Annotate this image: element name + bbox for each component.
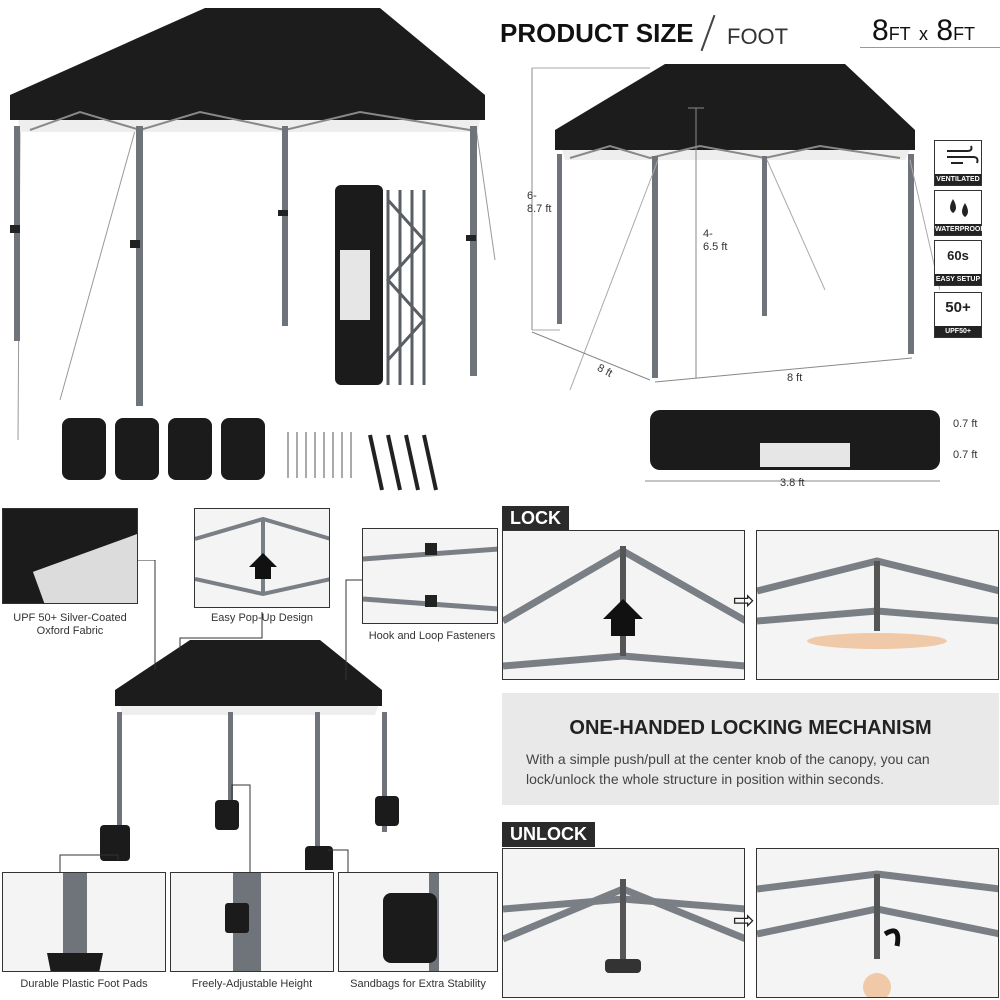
unlock-tag: UNLOCK <box>502 822 595 847</box>
size-badge: 8FT x 8FT <box>872 14 975 48</box>
feature-waterproof: WATERPROOF <box>934 190 985 236</box>
sun-icon: 50+ <box>945 299 971 316</box>
callout-hook: Hook and Loop Fasteners <box>368 630 496 642</box>
arrow-right-icon: ⇨ <box>733 905 755 935</box>
sandbag-closeup <box>338 872 498 972</box>
folded-frame <box>385 190 427 385</box>
hook-closeup <box>362 528 498 624</box>
timer-icon: 60s <box>947 248 969 263</box>
stakes <box>287 432 352 478</box>
dim-bag-length: 3.8 ft <box>780 477 805 489</box>
feature-ventilated: VENTILATED <box>934 140 982 186</box>
size-a-unit: FT <box>888 24 911 44</box>
callout-fabric: UPF 50+ Silver-Coated Oxford Fabric <box>13 612 127 637</box>
lock-photo-1 <box>502 530 745 680</box>
lock-photo-2 <box>756 530 999 680</box>
callout-height: Freely-Adjustable Height <box>191 978 313 990</box>
rotate-arrow-icon <box>883 928 901 947</box>
height-closeup <box>170 872 334 972</box>
callout-foot: Durable Plastic Foot Pads <box>20 978 148 990</box>
foot-pad-closeup <box>2 872 166 972</box>
water-drops-icon <box>950 199 968 217</box>
locking-mechanism-panel: ONE-HANDED LOCKING MECHANISM With a simp… <box>502 693 999 805</box>
callout-connectors <box>59 560 362 872</box>
locking-body: With a simple push/pull at the center kn… <box>526 751 930 787</box>
product-size-title: PRODUCT SIZE <box>500 18 694 48</box>
ropes <box>368 434 438 491</box>
size-b-unit: FT <box>953 24 976 44</box>
feature-waterproof-label: WATERPROOF <box>935 224 985 235</box>
product-size-unit: FOOT <box>727 24 789 49</box>
unlock-photo-1 <box>502 848 745 998</box>
arrow-up-icon <box>603 599 643 636</box>
unlock-photo-2 <box>756 848 999 998</box>
arrow-up-icon <box>249 553 277 579</box>
popup-closeup <box>194 508 330 608</box>
feature-easy-setup: 60s EASY SETUP <box>934 240 982 286</box>
wind-icon <box>947 145 979 164</box>
dim-width: 8 ft <box>787 372 803 384</box>
title-divider <box>700 14 716 52</box>
dim-bag-h2: 0.7 ft <box>953 449 978 461</box>
feature-upf50: 50+ UPF50+ <box>934 292 982 338</box>
feature-upf50-label: UPF50+ <box>935 326 981 337</box>
callout-sandbag: Sandbags for Extra Stability <box>350 978 486 990</box>
dim-bag-h1: 0.7 ft <box>953 418 978 430</box>
size-underline <box>860 47 1000 48</box>
size-a: 8 <box>872 14 889 47</box>
locking-heading: ONE-HANDED LOCKING MECHANISM <box>569 717 932 739</box>
fabric-closeup <box>2 508 138 604</box>
dim-height-total: 6- 8.7 ft <box>527 190 552 215</box>
size-b: 8 <box>936 14 954 47</box>
size-x: x <box>919 24 929 44</box>
feature-ventilated-label: VENTILATED <box>935 174 981 185</box>
dim-height-inner: 4- 6.5 ft <box>703 228 728 253</box>
canopy-dimension-illustration <box>531 64 940 482</box>
lock-tag: LOCK <box>502 506 569 531</box>
arrow-right-icon: ⇨ <box>733 585 755 615</box>
feature-easy-setup-label: EASY SETUP <box>935 274 981 285</box>
canopy-hero-illustration <box>10 8 496 491</box>
sandbags <box>62 418 265 480</box>
canopy-center-illustration <box>100 640 399 870</box>
